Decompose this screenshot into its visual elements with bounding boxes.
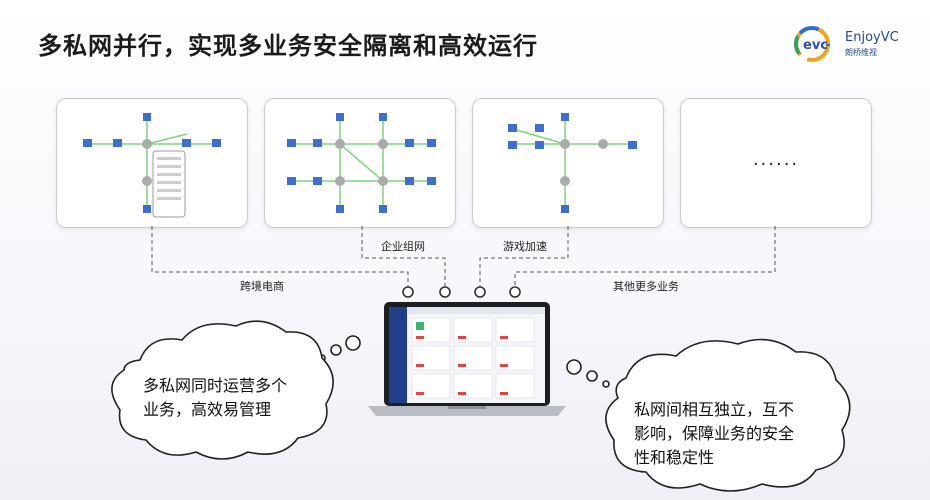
logo-name: EnjoyVC xyxy=(845,30,899,45)
bubble-dot xyxy=(345,335,361,351)
logo-subtitle: 朗桥维视 xyxy=(845,48,877,57)
more-ellipsis: ...... xyxy=(752,149,800,170)
port-icon xyxy=(439,286,451,298)
node-icon xyxy=(142,139,152,149)
switch-icon xyxy=(83,139,92,147)
switch-icon xyxy=(113,139,122,147)
cloud-right-text: 私网间相互独立，互不 影响，保障业务的安全 性和稳定性 xyxy=(634,400,795,467)
label-gaming: 游戏加速 xyxy=(503,240,547,253)
topology-diagram-2 xyxy=(287,113,436,213)
page-title: 多私网并行，实现多业务安全隔离和高效运行 xyxy=(38,32,538,60)
more-panel[interactable]: ...... xyxy=(680,98,872,228)
port-icon xyxy=(509,286,521,298)
laptop-icon xyxy=(368,302,566,416)
router-icon xyxy=(143,113,151,121)
topology-diagram-3 xyxy=(508,113,637,213)
bubble-dot xyxy=(586,370,598,382)
label-cross-border: 跨境电商 xyxy=(240,280,284,293)
bubble-dot xyxy=(566,359,582,375)
label-enterprise: 企业组网 xyxy=(381,240,425,253)
enjoyvc-logo: evc xyxy=(794,26,830,62)
switch-icon xyxy=(182,139,191,147)
port-icon xyxy=(474,286,486,298)
bubble-dot xyxy=(330,344,342,356)
label-other: 其他更多业务 xyxy=(613,280,679,293)
topology-diagram-1 xyxy=(83,113,221,218)
switch-icon xyxy=(212,139,221,147)
network-topology-panel-2[interactable] xyxy=(264,98,456,228)
port-icon xyxy=(402,286,414,298)
bubble-dot xyxy=(602,380,610,388)
node-icon xyxy=(142,176,152,186)
cloud-left-text: 多私网同时运营多个 业务，高效易管理 xyxy=(143,376,288,419)
router-icon xyxy=(143,205,151,213)
svg-text:evc: evc xyxy=(803,38,828,53)
network-topology-panel-3[interactable] xyxy=(472,98,664,228)
